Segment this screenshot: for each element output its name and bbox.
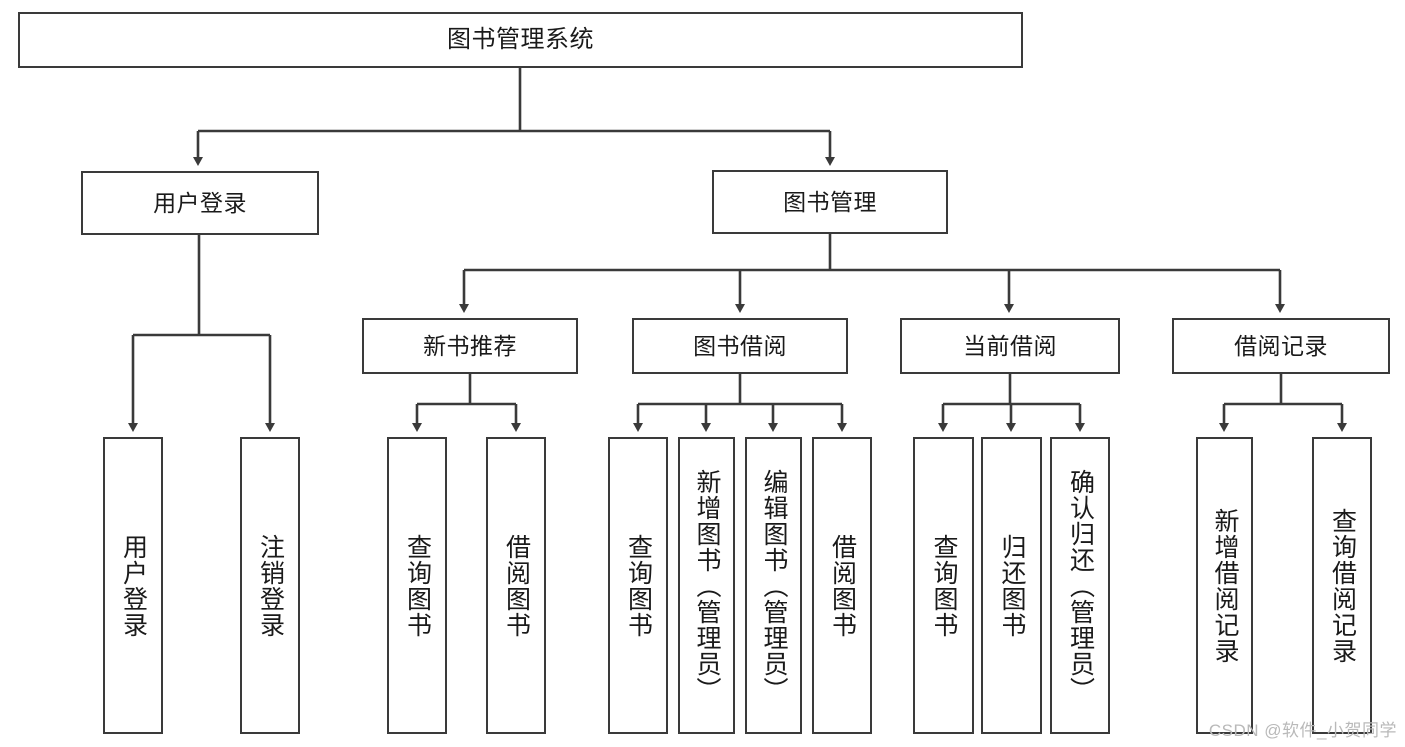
leaf-borrow-book-rec[interactable]: 借阅图书	[486, 437, 546, 734]
leaf-borrow-book[interactable]: 借阅图书	[812, 437, 872, 734]
leaf-borrow-book-label: 借阅图书	[828, 533, 857, 638]
leaf-query-borrow-record-label: 查询借阅记录	[1328, 507, 1357, 664]
leaf-edit-book-label: 编辑图书（管理员）	[760, 468, 788, 703]
node-borrow-record[interactable]: 借阅记录	[1172, 318, 1390, 374]
leaf-return-book[interactable]: 归还图书	[981, 437, 1042, 734]
node-borrow-record-label: 借阅记录	[1234, 332, 1328, 359]
watermark-text: CSDN @软件_小贺同学	[1208, 721, 1397, 740]
leaf-confirm-return[interactable]: 确认归还（管理员）	[1050, 437, 1110, 734]
leaf-query-book-current-label: 查询图书	[930, 533, 958, 638]
leaf-user-login[interactable]: 用户登录	[103, 437, 163, 734]
leaf-query-book-rec[interactable]: 查询图书	[387, 437, 447, 734]
node-book-manage[interactable]: 图书管理	[712, 170, 948, 234]
leaf-logout-login-label: 注销登录	[256, 533, 285, 638]
leaf-confirm-return-label: 确认归还（管理员）	[1066, 468, 1095, 703]
leaf-add-book[interactable]: 新增图书（管理员）	[678, 437, 735, 734]
leaf-logout-login[interactable]: 注销登录	[240, 437, 300, 734]
leaf-borrow-book-rec-label: 借阅图书	[502, 533, 531, 638]
node-current-borrow-label: 当前借阅	[963, 332, 1057, 359]
node-book-manage-label: 图书管理	[783, 188, 877, 215]
leaf-return-book-label: 归还图书	[998, 533, 1026, 638]
node-new-book-recommend[interactable]: 新书推荐	[362, 318, 578, 374]
node-book-borrow[interactable]: 图书借阅	[632, 318, 848, 374]
leaf-query-borrow-record[interactable]: 查询借阅记录	[1312, 437, 1372, 734]
leaf-user-login-label: 用户登录	[119, 533, 148, 638]
leaf-query-book-current[interactable]: 查询图书	[913, 437, 974, 734]
leaf-edit-book[interactable]: 编辑图书（管理员）	[745, 437, 802, 734]
node-root-label: 图书管理系统	[447, 26, 594, 54]
leaf-add-borrow-record[interactable]: 新增借阅记录	[1196, 437, 1253, 734]
node-user-login-label: 用户登录	[153, 189, 247, 216]
leaf-query-book-rec-label: 查询图书	[403, 533, 432, 638]
node-book-borrow-label: 图书借阅	[693, 332, 787, 359]
leaf-add-book-label: 新增图书（管理员）	[693, 468, 721, 703]
leaf-query-book-borrow[interactable]: 查询图书	[608, 437, 668, 734]
node-current-borrow[interactable]: 当前借阅	[900, 318, 1120, 374]
node-user-login[interactable]: 用户登录	[81, 171, 319, 235]
node-new-book-recommend-label: 新书推荐	[423, 332, 517, 359]
leaf-query-book-borrow-label: 查询图书	[624, 533, 653, 638]
leaf-add-borrow-record-label: 新增借阅记录	[1211, 507, 1239, 664]
node-root[interactable]: 图书管理系统	[18, 12, 1023, 68]
